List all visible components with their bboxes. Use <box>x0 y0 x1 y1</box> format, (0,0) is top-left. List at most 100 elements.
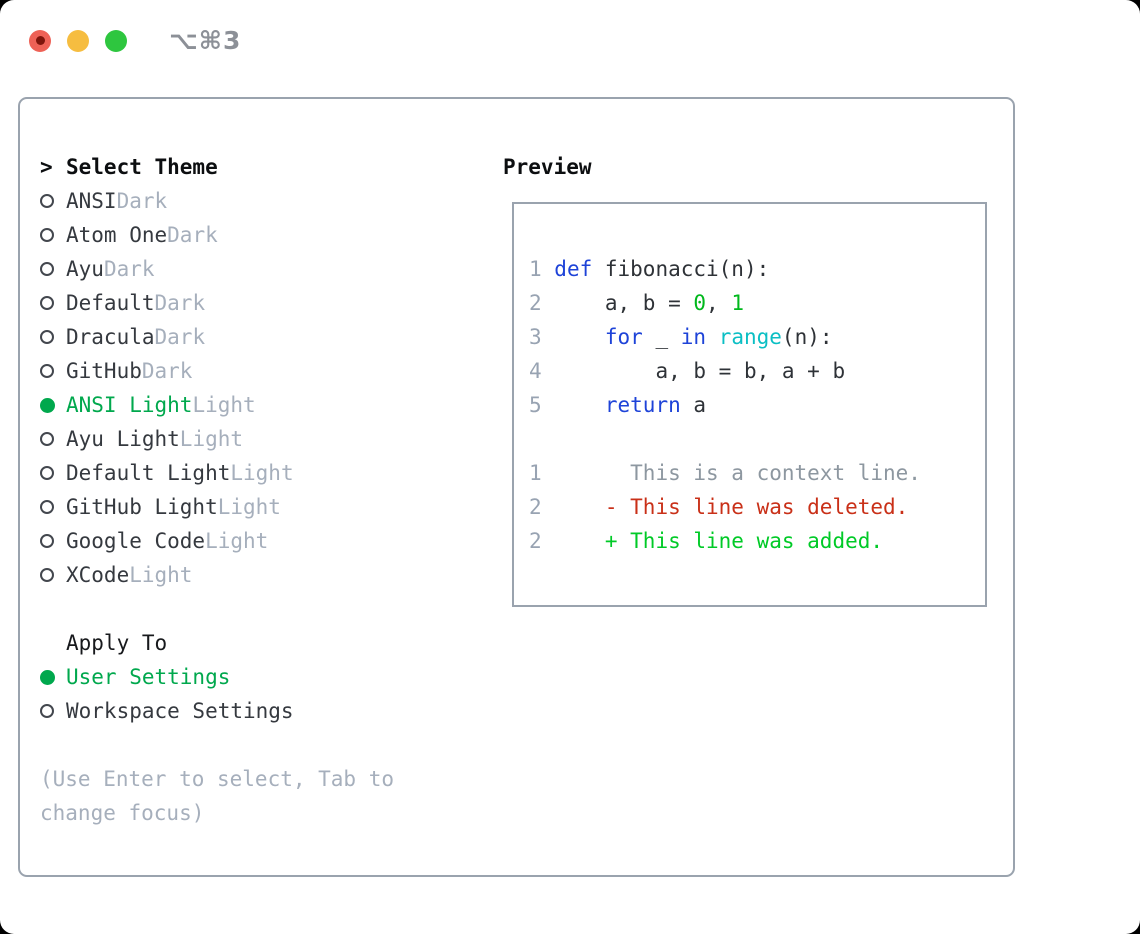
theme-option-google-code[interactable]: Google Code Light <box>40 524 485 558</box>
line-number: 1 <box>529 257 555 281</box>
radio-icon[interactable] <box>40 534 54 548</box>
line-number: 2 <box>529 495 542 519</box>
theme-name: Google Code <box>66 529 206 553</box>
apply-option-label: Workspace Settings <box>66 699 294 723</box>
theme-name: Default <box>66 291 155 315</box>
theme-option-github-light[interactable]: GitHub Light Light <box>40 490 485 524</box>
diff-preview: 1 This is a context line. 2 - This line w… <box>529 456 985 558</box>
code-segment: a, b = <box>554 291 694 315</box>
theme-option-xcode[interactable]: XCode Light <box>40 558 485 592</box>
apply-to-title: Apply To <box>66 631 168 655</box>
preview-column: Preview 1 def fibonacci(n):2 a, b = 0, 1… <box>503 150 987 607</box>
help-text: (Use Enter to select, Tab to change focu… <box>40 767 395 825</box>
radio-icon[interactable] <box>40 228 54 242</box>
theme-name: GitHub Light <box>66 495 218 519</box>
minimize-button[interactable] <box>67 29 89 52</box>
theme-name: XCode <box>66 563 130 587</box>
theme-option-atom-one[interactable]: Atom One Dark <box>40 218 485 252</box>
theme-variant: Dark <box>154 325 206 349</box>
theme-option-ayu-light[interactable]: Ayu Light Light <box>40 422 485 456</box>
code-line: 1 def fibonacci(n): <box>529 252 985 286</box>
select-theme-title: Select Theme <box>66 155 218 179</box>
window-shortcut-label: ⌥⌘3 <box>169 26 242 55</box>
radio-icon[interactable] <box>40 432 54 446</box>
code-segment: return <box>604 393 681 417</box>
theme-variant: Dark <box>103 257 155 281</box>
spacer <box>40 592 485 626</box>
apply-option-workspace-settings[interactable]: Workspace Settings <box>40 694 485 728</box>
theme-option-dracula[interactable]: Dracula Dark <box>40 320 485 354</box>
diff-line-added: 2 + This line was added. <box>529 524 985 558</box>
theme-option-ansi-light[interactable]: ANSI Light Light <box>40 388 485 422</box>
code-segment <box>706 325 719 349</box>
code-segment: range <box>718 325 782 349</box>
radio-icon[interactable] <box>40 568 54 582</box>
radio-icon[interactable] <box>40 296 54 310</box>
theme-variant: Light <box>179 427 244 451</box>
radio-icon[interactable] <box>40 466 54 480</box>
spacer <box>529 422 985 456</box>
theme-option-github[interactable]: GitHub Dark <box>40 354 485 388</box>
theme-name: Ayu Light <box>66 427 180 451</box>
line-number: 2 <box>529 291 555 315</box>
radio-selected-icon[interactable] <box>40 669 55 685</box>
spacer <box>40 728 485 762</box>
code-line: 5 return a <box>529 388 985 422</box>
diff-line-context: 1 This is a context line. <box>529 456 985 490</box>
theme-variant: Dark <box>141 359 193 383</box>
preview-title: Preview <box>503 155 592 179</box>
diff-text: + This line was added. <box>541 529 884 553</box>
apply-to-header: Apply To <box>40 626 485 660</box>
code-segment: fibonacci(n): <box>592 257 770 281</box>
theme-variant: Light <box>192 393 256 417</box>
titlebar: ⌥⌘3 <box>29 26 241 55</box>
code-line: 3 for _ in range(n): <box>529 320 985 354</box>
code-segment <box>554 393 605 417</box>
theme-option-ansi[interactable]: ANSI Dark <box>40 184 485 218</box>
radio-icon[interactable] <box>40 364 54 378</box>
unsaved-dot-icon <box>35 36 45 45</box>
radio-icon[interactable] <box>40 330 54 344</box>
code-line: 2 a, b = 0, 1 <box>529 286 985 320</box>
radio-selected-icon[interactable] <box>40 397 55 413</box>
line-number: 3 <box>529 325 555 349</box>
theme-name: Dracula <box>66 325 155 349</box>
code-segment: 0 <box>693 291 707 315</box>
radio-icon[interactable] <box>40 194 54 208</box>
code-segment: (n): <box>781 325 833 349</box>
theme-option-ayu[interactable]: Ayu Dark <box>40 252 485 286</box>
code-segment: def <box>554 257 593 281</box>
theme-name: ANSI Light <box>66 393 193 417</box>
prompt-caret: > <box>40 155 53 179</box>
zoom-button[interactable] <box>105 29 127 52</box>
theme-name: Atom One <box>66 223 168 247</box>
close-button[interactable] <box>29 29 51 52</box>
theme-option-default-light[interactable]: Default Light Light <box>40 456 485 490</box>
theme-name: GitHub <box>66 359 142 383</box>
select-theme-header: > Select Theme <box>40 150 485 184</box>
radio-icon[interactable] <box>40 262 54 276</box>
diff-text: - This line was deleted. <box>541 495 909 519</box>
theme-name: Ayu <box>66 257 104 281</box>
code-segment: for <box>604 325 643 349</box>
theme-variant: Light <box>129 563 193 587</box>
line-number: 1 <box>529 461 542 485</box>
line-number: 4 <box>529 359 555 383</box>
theme-variant: Dark <box>116 189 168 213</box>
code-segment: _ <box>642 325 681 349</box>
radio-icon[interactable] <box>40 500 54 514</box>
apply-option-user-settings[interactable]: User Settings <box>40 660 485 694</box>
apply-option-label: User Settings <box>66 665 231 689</box>
radio-icon[interactable] <box>40 704 54 718</box>
theme-variant: Dark <box>154 291 206 315</box>
theme-option-default[interactable]: Default Dark <box>40 286 485 320</box>
code-segment: a, b = b, a + b <box>554 359 846 383</box>
theme-variant: Light <box>205 529 269 553</box>
theme-variant: Light <box>217 495 281 519</box>
